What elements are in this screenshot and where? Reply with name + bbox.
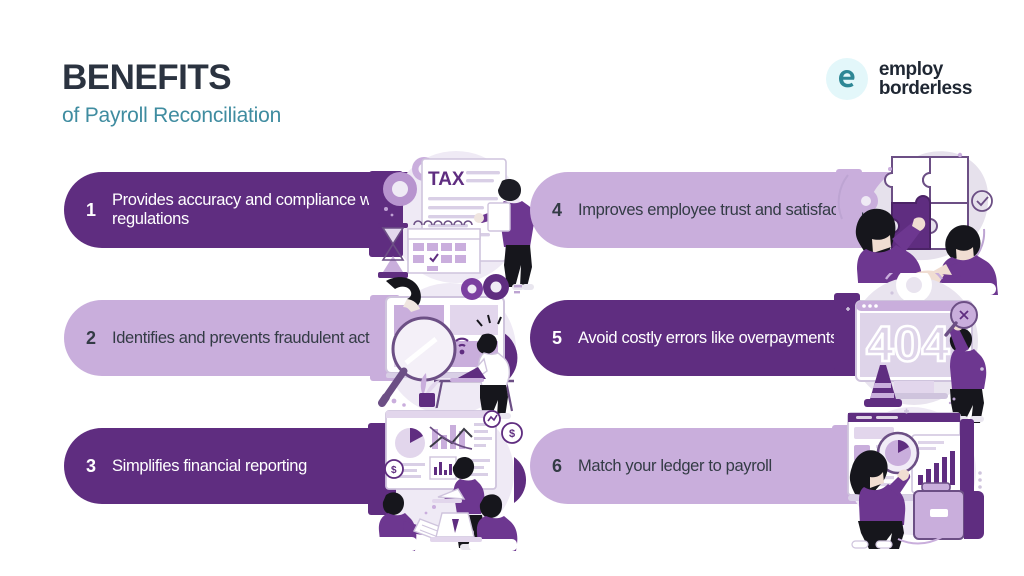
benefit-pill-1[interactable]: 1 Provides accuracy and compliance with …	[64, 172, 457, 248]
benefit-text-5: Avoid costly errors like overpayments	[578, 328, 839, 347]
benefit-pill-6[interactable]: 6 Match your ledger to payroll	[530, 428, 923, 504]
benefit-text-6: Match your ledger to payroll	[578, 456, 772, 475]
benefit-item-6[interactable]: 6 Match your ledger to payroll	[530, 407, 1000, 549]
benefit-number-6: 6	[552, 455, 562, 476]
benefit-number-4: 4	[552, 199, 562, 220]
benefit-text-4: Improves employee trust and satisfaction	[578, 200, 864, 219]
benefit-number-3: 3	[86, 455, 96, 476]
page-title: BENEFITS	[62, 58, 232, 97]
logo-line-1: employ	[878, 59, 944, 80]
benefit-item-5[interactable]: 5 Avoid costly errors like overpayments …	[530, 263, 1000, 423]
logo-wordmark: employ borderless	[878, 59, 973, 99]
slide-header: BENEFITS of Payroll Reconciliation emplo…	[0, 0, 1024, 150]
page-subtitle: of Payroll Reconciliation	[62, 104, 282, 127]
brand-logo: employ borderless	[825, 58, 973, 100]
title-block: BENEFITS of Payroll Reconciliation	[62, 58, 281, 130]
benefit-item-4[interactable]: 4 Improves employee trust and satisfacti…	[530, 151, 1000, 295]
benefit-pill-2[interactable]: 2 Identifies and prevents fraudulent act…	[64, 300, 457, 376]
benefit-number-2: 2	[86, 327, 96, 348]
benefit-pill-3[interactable]: 3 Simplifies financial reporting	[64, 428, 457, 504]
benefit-number-1: 1	[86, 199, 96, 220]
benefit-text-3: Simplifies financial reporting	[112, 456, 307, 475]
benefit-text-1: Provides accuracy and compliance with ta…	[112, 191, 414, 228]
logo-line-2: borderless	[878, 78, 973, 99]
employ-borderless-e-icon	[825, 58, 868, 100]
benefit-item-3[interactable]: 3 Simplifies financial reporting	[64, 407, 534, 551]
benefit-pill-4[interactable]: 4 Improves employee trust and satisfacti…	[530, 172, 923, 248]
benefit-number-5: 5	[552, 327, 562, 348]
benefit-text-2: Identifies and prevents fraudulent activ…	[112, 328, 409, 347]
benefit-pill-5[interactable]: 5 Avoid costly errors like overpayments	[530, 300, 923, 376]
svg-text:$: $	[509, 428, 515, 440]
benefit-item-2[interactable]: 2 Identifies and prevents fraudulent act…	[64, 274, 534, 419]
benefit-item-1[interactable]: 1 Provides accuracy and compliance with …	[64, 151, 535, 290]
